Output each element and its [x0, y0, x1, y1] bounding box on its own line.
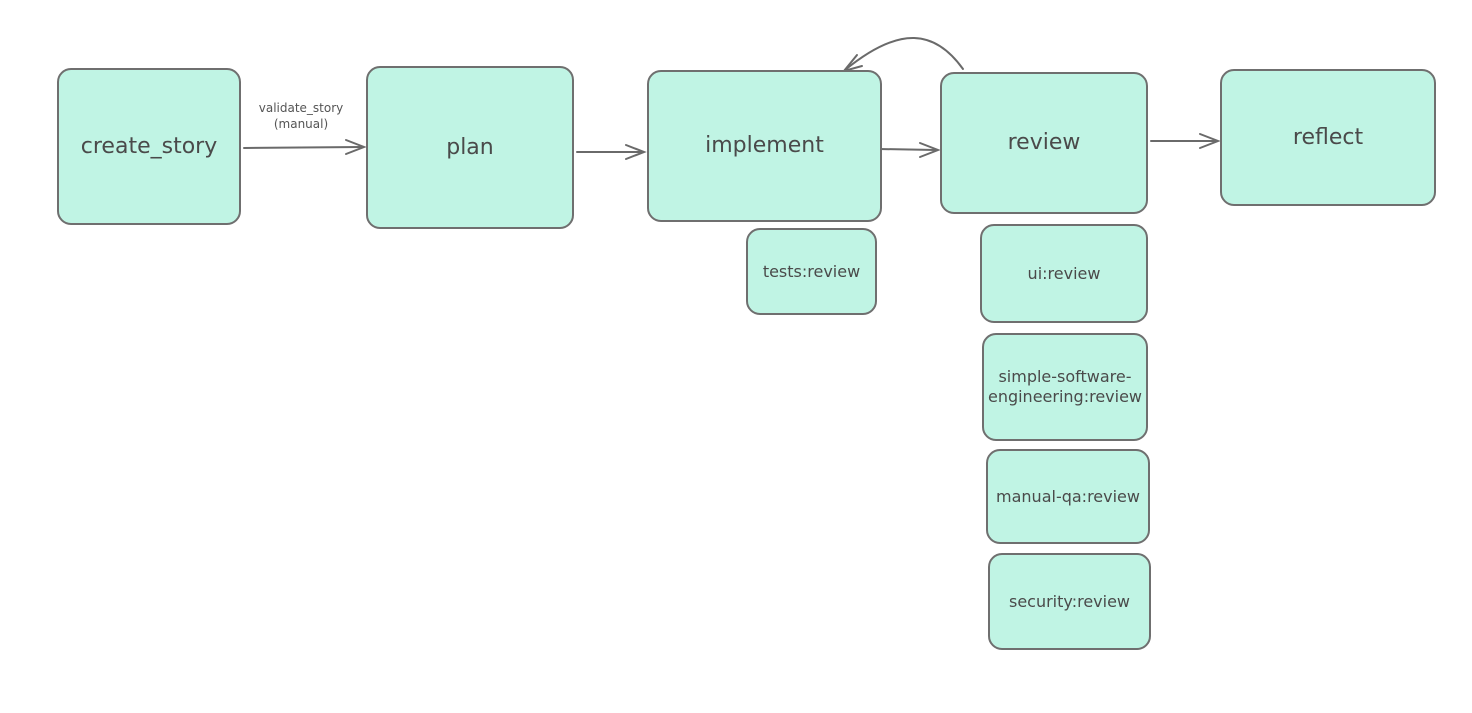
node-simple-software-engineering-review: simple-software- engineering:review — [982, 333, 1148, 441]
node-label: reflect — [1292, 124, 1364, 150]
arrow-implement-to-review — [878, 142, 941, 158]
edge-label-validate-story: validate_story (manual) — [240, 100, 362, 132]
node-label: review — [1007, 130, 1081, 156]
arrow-review-to-reflect — [1150, 133, 1221, 149]
node-label: simple-software- engineering:review — [988, 367, 1142, 407]
node-manual-qa-review: manual-qa:review — [986, 449, 1150, 544]
node-label: manual-qa:review — [996, 486, 1140, 506]
node-security-review: security:review — [988, 553, 1151, 650]
node-tests-review: tests:review — [746, 228, 877, 315]
arrow-create-story-to-plan — [243, 139, 367, 155]
edge-label-line-1: validate_story — [258, 101, 344, 115]
node-label: implement — [705, 133, 824, 159]
node-label-line-1: simple-software- — [998, 367, 1132, 386]
node-label: plan — [446, 134, 494, 160]
node-label: tests:review — [762, 261, 861, 281]
node-ui-review: ui:review — [980, 224, 1148, 323]
node-reflect: reflect — [1220, 69, 1436, 206]
node-create-story: create_story — [57, 68, 241, 225]
node-label-line-2: engineering:review — [987, 387, 1143, 406]
arrow-review-to-implement-loop — [841, 37, 964, 73]
node-plan: plan — [366, 66, 574, 229]
node-label: ui:review — [1027, 263, 1101, 283]
node-label: create_story — [80, 133, 218, 159]
node-label: security:review — [1008, 591, 1131, 611]
node-review: review — [940, 72, 1148, 214]
edge-label-line-2: (manual) — [273, 117, 329, 132]
node-implement: implement — [647, 70, 882, 222]
arrow-plan-to-implement — [576, 144, 647, 160]
